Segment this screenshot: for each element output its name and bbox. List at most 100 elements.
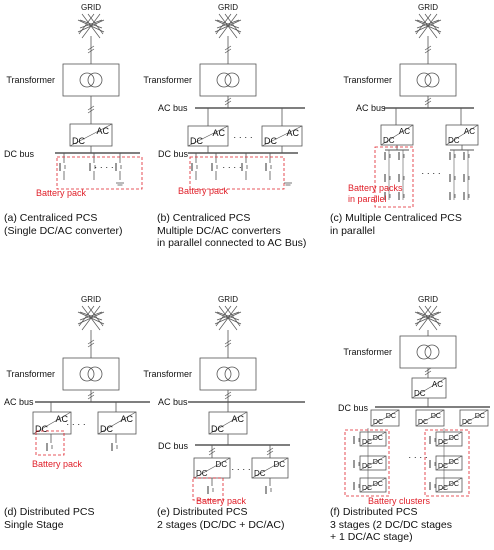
- converter-out-label: AC: [399, 127, 410, 136]
- dots-label: · · · ·: [94, 162, 114, 172]
- transformer-box: [62, 63, 120, 97]
- battery-pack-label: Battery packs: [348, 183, 403, 193]
- converter-diagonal: [261, 125, 303, 147]
- transformer-coil: [79, 366, 95, 382]
- battery-pack-highlight: [374, 146, 414, 208]
- cable-mark: [87, 105, 95, 111]
- converter-diagonal: [435, 477, 463, 493]
- dc-bus-label: DC bus: [4, 149, 35, 159]
- converter-out-label: AC: [432, 380, 443, 389]
- cable-mark: [424, 367, 432, 373]
- converter-diagonal: [359, 431, 387, 447]
- converter-out-label: DC: [373, 435, 383, 442]
- converter-diagonal: [415, 409, 445, 427]
- converter-diagonal: [32, 411, 72, 435]
- cable-mark: [424, 370, 432, 376]
- transformer-coil: [424, 344, 440, 360]
- dcac-converter: [97, 411, 137, 435]
- converter-in-label: DC: [448, 136, 460, 145]
- battery-pack-label: Battery pack: [32, 459, 83, 469]
- transformer-label: Transformer: [6, 369, 55, 379]
- transformer-coil: [224, 72, 240, 88]
- caption-d: (d) Distributed PCS Single Stage: [4, 506, 95, 531]
- converter-diagonal: [359, 477, 387, 493]
- transformer-coil: [79, 72, 95, 88]
- converter-out-label: AC: [55, 414, 68, 424]
- ac-bus-label: AC bus: [158, 397, 188, 407]
- cable-mark: [208, 450, 216, 456]
- converter-in-label: DC: [100, 424, 113, 434]
- cable-mark: [224, 391, 232, 397]
- cable-mark: [87, 391, 95, 397]
- converter-in-label: DC: [438, 485, 448, 492]
- converter-in-label: DC: [190, 136, 203, 146]
- battery-pack-highlight: [192, 477, 224, 501]
- cable-mark: [424, 97, 432, 103]
- cable-mark: [224, 342, 232, 348]
- caption-b: (b) Centraliced PCS Multiple DC/AC conve…: [157, 212, 307, 249]
- grid-line: [79, 311, 103, 321]
- cable-mark: [424, 45, 432, 51]
- cable-mark: [266, 447, 274, 453]
- transformer-label: Transformer: [143, 75, 192, 85]
- transformer-coil: [416, 344, 432, 360]
- grid-label: GRID: [218, 3, 238, 12]
- grid-line: [216, 19, 240, 29]
- converter-out-label: AC: [231, 414, 244, 424]
- converter-diagonal: [251, 457, 289, 479]
- dots-label: · · · ·: [222, 162, 242, 172]
- caption-e: (e) Distributed PCS 2 stages (DC/DC + DC…: [157, 506, 285, 531]
- cable-mark: [224, 97, 232, 103]
- converter-out-label: AC: [464, 127, 475, 136]
- transformer-label: Transformer: [6, 75, 55, 85]
- battery-pack-label: Battery pack: [196, 496, 247, 506]
- transformer-coil: [224, 366, 240, 382]
- dots-label: · · · ·: [231, 464, 251, 474]
- converter-diagonal: [435, 455, 463, 471]
- dots-label: · · · ·: [421, 168, 441, 178]
- dcdc-converter: [359, 455, 387, 471]
- converter-out-label: DC: [431, 413, 441, 420]
- transformer-box: [199, 63, 257, 97]
- converter-in-label: DC: [438, 439, 448, 446]
- grid-line: [214, 311, 242, 325]
- grid-symbol: [414, 13, 442, 39]
- battery-pack-highlight: [189, 156, 285, 190]
- dc-bus-label: DC bus: [158, 149, 189, 159]
- dcdc-converter: [359, 431, 387, 447]
- dcdc-converter: [435, 455, 463, 471]
- dcdc-converter: [459, 409, 489, 427]
- converter-in-label: DC: [196, 469, 208, 478]
- cable-mark: [224, 394, 232, 400]
- grid-symbol: [414, 305, 442, 331]
- dcdc-converter: [370, 409, 400, 427]
- grid-label: GRID: [418, 3, 438, 12]
- transformer-coil: [416, 72, 432, 88]
- cable-mark: [87, 342, 95, 348]
- converter-diagonal: [370, 409, 400, 427]
- caption-f: (f) Distributed PCS 3 stages (2 DC/DC st…: [330, 506, 452, 543]
- dots-label: · · · ·: [408, 452, 428, 462]
- converter-diagonal: [187, 125, 229, 147]
- converter-out-label: DC: [449, 481, 459, 488]
- converter-diagonal: [435, 431, 463, 447]
- converter-in-label: DC: [264, 136, 277, 146]
- cable-mark: [87, 45, 95, 51]
- grid-line: [79, 19, 103, 29]
- cable-mark: [87, 394, 95, 400]
- converter-in-label: DC: [438, 463, 448, 470]
- converter-in-label: DC: [462, 419, 472, 426]
- dcdc-converter: [415, 409, 445, 427]
- dots-label: · · · ·: [66, 419, 86, 429]
- battery-pack-label: Battery pack: [36, 188, 87, 198]
- transformer-coil: [87, 72, 103, 88]
- grid-line: [414, 19, 442, 33]
- ac-bus-label: AC bus: [4, 397, 34, 407]
- grid-symbol: [77, 305, 105, 331]
- caption-a: (a) Centraliced PCS (Single DC/AC conver…: [4, 212, 123, 237]
- grid-line: [77, 311, 105, 325]
- cable-mark: [224, 48, 232, 54]
- dcac-converter: [411, 377, 447, 399]
- converter-out-label: DC: [449, 435, 459, 442]
